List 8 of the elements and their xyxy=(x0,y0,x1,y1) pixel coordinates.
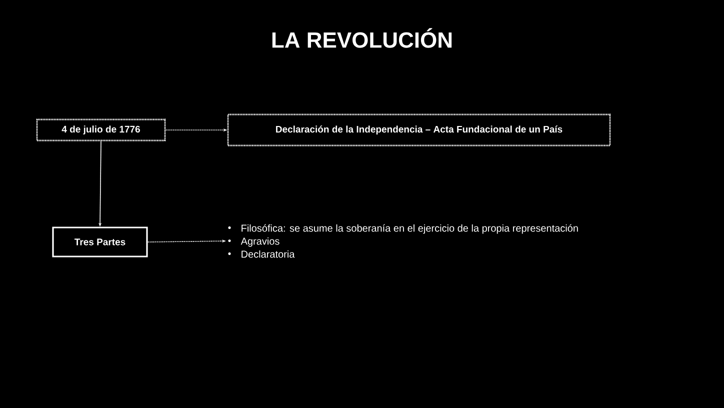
date-box: 4 de julio de 1776 xyxy=(36,118,166,142)
bullet-list: Filosófica: se asume la soberanía en el ejercicio de la propia representación Agravios Declaratoria xyxy=(228,224,578,258)
title-box: Declaración de la Independencia – Acta Fundacional de un País xyxy=(227,114,611,146)
node-label: Agravios xyxy=(240,237,280,247)
node-label: Filosófica: se asume la soberanía en el ejercicio de la propia representación xyxy=(242,224,578,234)
title: LA REVOLUCIÓN xyxy=(272,28,452,48)
node-label: Declaratoria xyxy=(242,250,295,258)
process-box: Tres Partes xyxy=(52,226,148,258)
